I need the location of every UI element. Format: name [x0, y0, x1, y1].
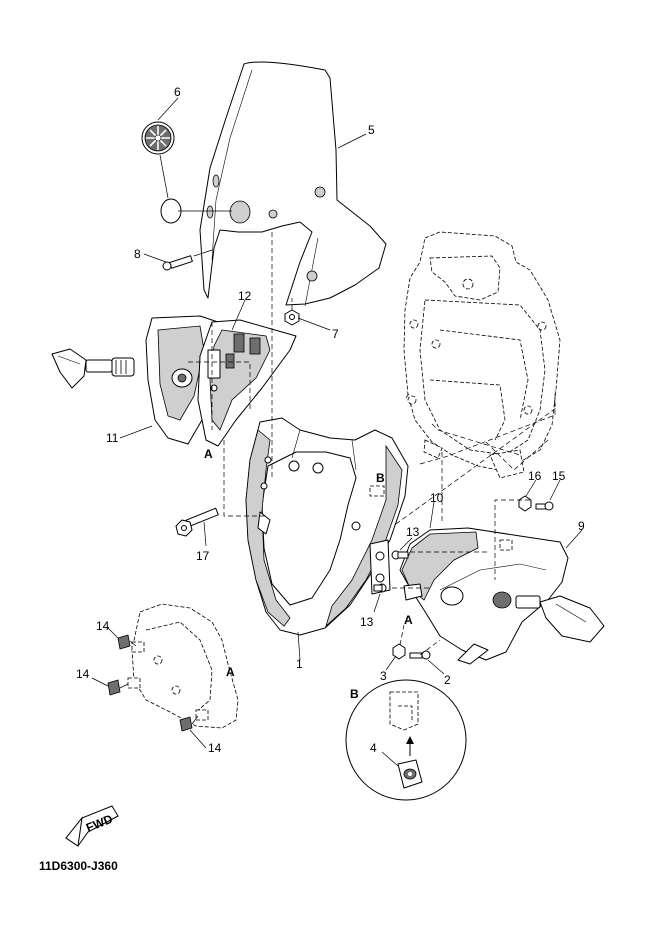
view-marker-a-left: A	[204, 447, 213, 461]
assembly-lines	[188, 232, 557, 656]
callout-17: 17	[196, 549, 210, 563]
headlight-bracket-left	[145, 315, 219, 445]
bolt-13-lower	[373, 583, 387, 593]
detail-view-a	[107, 603, 239, 732]
callout-9: 9	[578, 519, 585, 533]
screw-16	[518, 495, 532, 512]
callout-13-lower: 13	[360, 615, 374, 629]
callout-14-a: 14	[96, 619, 110, 633]
callout-8: 8	[134, 247, 141, 261]
bolt-13-upper	[391, 550, 409, 560]
diagram-code: 11D6300-J360	[39, 859, 118, 873]
screw-15	[535, 501, 554, 511]
callout-16: 16	[528, 469, 542, 483]
cover-cap	[141, 121, 175, 155]
callout-leaders	[91, 97, 583, 749]
nut-7	[284, 309, 300, 326]
headlight-housing-right	[399, 527, 569, 665]
callout-14-c: 14	[208, 741, 222, 755]
view-marker-b-detail: B	[350, 687, 359, 701]
turn-signal-left	[51, 348, 135, 389]
view-marker-a-right: A	[404, 613, 413, 627]
callout-7: 7	[332, 327, 339, 341]
callout-1: 1	[296, 657, 303, 671]
inner-panel	[197, 319, 297, 447]
view-marker-b-cowl: B	[376, 471, 385, 485]
callout-2: 2	[444, 673, 451, 687]
detail-view-b	[345, 679, 467, 801]
callout-11: 11	[106, 431, 119, 445]
screw-17	[175, 507, 219, 537]
screw-8	[162, 255, 193, 271]
callout-14-b: 14	[76, 667, 90, 681]
screw-3	[392, 643, 406, 660]
turn-signal-right	[515, 595, 605, 643]
callout-5: 5	[368, 123, 375, 137]
callout-10: 10	[430, 491, 444, 505]
callout-4: 4	[370, 741, 377, 755]
frame-stay	[403, 231, 561, 479]
fwd-arrow-icon: FWD	[65, 805, 119, 847]
callout-12: 12	[238, 289, 252, 303]
windshield	[199, 61, 387, 307]
callout-6: 6	[174, 85, 181, 99]
callout-13-upper: 13	[406, 525, 420, 539]
callout-15: 15	[552, 469, 566, 483]
callout-3: 3	[380, 669, 387, 683]
screw-2	[409, 650, 431, 660]
front-cowl	[245, 417, 409, 636]
view-marker-a-detail: A	[226, 665, 235, 679]
